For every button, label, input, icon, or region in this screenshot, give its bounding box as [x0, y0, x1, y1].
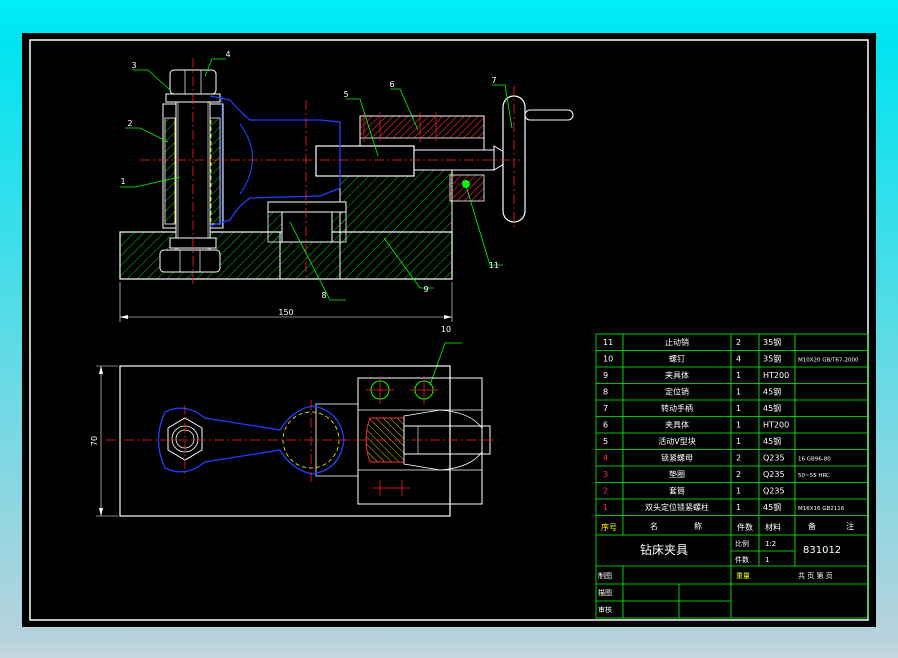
bom-material: 45钢: [763, 502, 781, 512]
bom-qty: 1: [736, 437, 741, 446]
callout-6: 6: [389, 80, 394, 89]
bom-qty: 1: [736, 421, 741, 430]
bom-material: 45钢: [763, 387, 781, 397]
header-material: 材料: [765, 522, 781, 532]
bom-no: 6: [603, 421, 608, 430]
bom-no: 11: [603, 338, 613, 347]
bom-name: 夹具体: [665, 420, 689, 430]
bom-name: 锁紧螺母: [661, 453, 693, 463]
bom-no: 10: [603, 355, 613, 364]
bom-remark: M16X16 GB2116: [798, 506, 845, 512]
dimension-width: 70: [90, 436, 99, 446]
bom-no: 2: [603, 487, 608, 496]
bom-material: HT200: [763, 371, 789, 380]
bom-name: 夹具体: [665, 370, 689, 380]
bom-name: 螺钉: [669, 354, 685, 364]
callout-7: 7: [491, 76, 496, 85]
drawn-by-label: 制图: [598, 571, 612, 580]
bom-qty: 1: [736, 503, 741, 512]
callout-1: 1: [120, 177, 125, 186]
header-remark-1: 备: [808, 521, 816, 531]
sheet-text: 共 页 第 页: [798, 571, 833, 580]
bom-no: 5: [603, 437, 608, 446]
dimension-length: 150: [278, 308, 293, 317]
bom-name: 双头定位锁紧螺柱: [645, 502, 709, 512]
callout-10: 10: [441, 325, 451, 334]
callout-5: 5: [343, 90, 348, 99]
checked-by-label: 描图: [598, 588, 612, 597]
callout-8: 8: [321, 291, 326, 300]
header-no: 序号: [601, 522, 617, 532]
callout-4: 4: [225, 50, 230, 59]
bom-remark: 50~55 HRC: [798, 473, 830, 479]
bom-qty: 1: [736, 371, 741, 380]
header-remark-2: 注: [846, 521, 854, 531]
header-name-1: 名: [650, 521, 658, 531]
callout-9: 9: [423, 285, 428, 294]
approved-by-label: 审核: [598, 605, 612, 614]
bom-qty: 1: [736, 487, 741, 496]
bom-qty: 2: [736, 470, 741, 479]
bom-no: 4: [603, 454, 608, 463]
bom-name: 套筒: [669, 486, 685, 496]
bom-material: 45钢: [763, 436, 781, 446]
bom-name: 垫圈: [669, 469, 685, 479]
bom-material: Q235: [763, 454, 785, 463]
header-qty: 件数: [737, 522, 753, 532]
bom-qty: 2: [736, 454, 741, 463]
bom-qty: 4: [736, 355, 741, 364]
bom-material: Q235: [763, 487, 785, 496]
bom-name: 定位销: [665, 387, 689, 397]
bom-qty: 1: [736, 404, 741, 413]
bom-remark: M10X20 GB/T67-2000: [798, 358, 859, 364]
bottom-nut: [160, 250, 220, 272]
callout-11: 11: [489, 261, 499, 270]
v-block: [316, 146, 414, 176]
bom-material: HT200: [763, 421, 789, 430]
drawing-title: 钻床夹具: [640, 542, 688, 557]
bom-material: Q235: [763, 470, 785, 479]
bom-name: 止动销: [665, 337, 689, 347]
bom-qty: 2: [736, 338, 741, 347]
drawing-number: 831012: [803, 545, 841, 556]
bom-name: 转动手柄: [661, 403, 693, 413]
bom-material: 35钢: [763, 337, 781, 347]
count-label: 件数: [735, 555, 749, 564]
locating-pin-body: [282, 212, 332, 242]
weight-label: 重量: [736, 572, 750, 580]
scale-value: 1:2: [765, 540, 776, 548]
callout-2: 2: [127, 119, 132, 128]
scale-label: 比例: [735, 539, 749, 548]
bom-no: 9: [603, 371, 608, 380]
bom-remark: 16 GB96-80: [798, 457, 831, 463]
bom-material: 45钢: [763, 403, 781, 413]
count-value: 1: [765, 556, 769, 564]
callout-3: 3: [131, 61, 136, 70]
bom-no: 3: [603, 470, 608, 479]
bom-no: 1: [603, 503, 608, 512]
bom-no: 7: [603, 404, 608, 413]
bom-qty: 1: [736, 388, 741, 397]
locating-pin-flange: [268, 202, 346, 212]
header-name-2: 称: [694, 521, 702, 531]
bom-no: 8: [603, 388, 608, 397]
bom-material: 35钢: [763, 354, 781, 364]
base-main-block: [340, 168, 452, 279]
bom-name: 活动V型块: [658, 436, 695, 446]
